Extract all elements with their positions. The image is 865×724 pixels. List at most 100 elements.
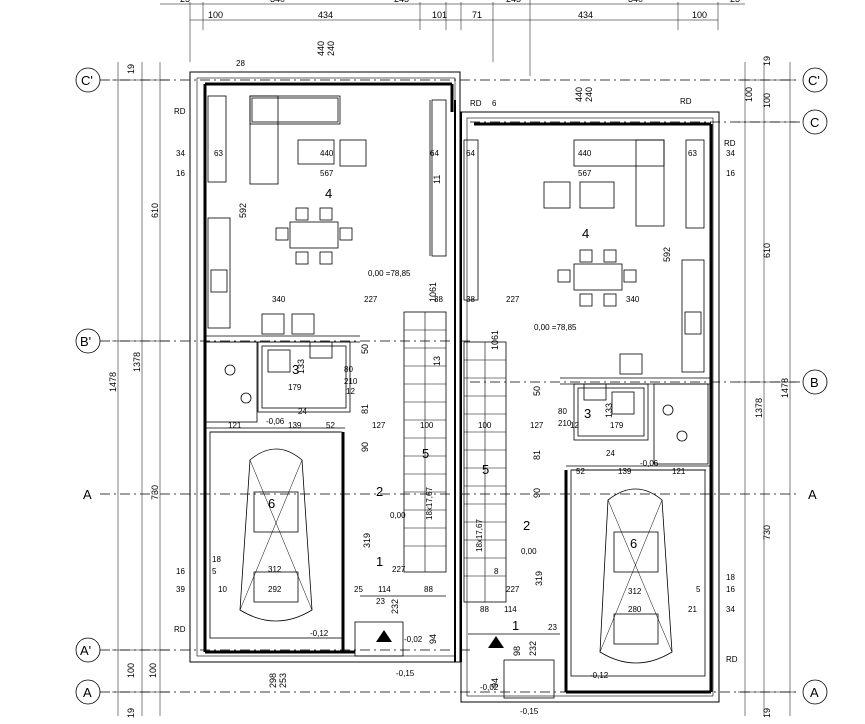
dim-80-r: 80 <box>558 407 567 416</box>
level-garage-right: -0,06 <box>640 459 659 468</box>
dim-18-r: 18 <box>726 573 735 582</box>
dim-8-r: 8 <box>494 567 499 576</box>
level-step-left: -0,02 <box>404 635 423 644</box>
dim-1061-r: 1061 <box>490 330 500 350</box>
dim-121-r: 121 <box>672 467 686 476</box>
dim-440-rv: 440 <box>574 87 584 102</box>
rd-tl: RD <box>174 107 186 116</box>
dim-440-l: 440 <box>320 149 334 158</box>
dim-227-r: 227 <box>506 295 520 304</box>
dim-52-l: 52 <box>326 421 335 430</box>
dim-16-r2: 16 <box>726 585 735 594</box>
top-dim-12: 100 <box>692 10 707 20</box>
right-small-3: 100 <box>762 93 772 108</box>
dim-440-lv: 440 <box>316 41 326 56</box>
level-garage-left: -0,06 <box>266 417 285 426</box>
dim-210-l: 210 <box>344 377 358 386</box>
top-dim-8: 434 <box>318 10 333 20</box>
dim-18-l: 18 <box>212 555 221 564</box>
dim-11-l: 11 <box>432 175 442 184</box>
right-seg-1: 610 <box>762 243 772 258</box>
right-small-2: 100 <box>744 87 754 102</box>
room-garage-left: 6 <box>268 496 275 511</box>
axis-right-a: A <box>810 685 819 700</box>
dim-81-r: 81 <box>532 450 542 460</box>
dim-253-l: 253 <box>278 673 288 688</box>
dim-567-l: 567 <box>320 169 334 178</box>
left-dimension-chain: 1478 1378 610 730 19 100 100 19 <box>108 62 170 718</box>
right-stair-spec: 18x17,67 <box>475 519 484 552</box>
top-dim-5: 340 <box>628 0 643 4</box>
dim-21-r: 21 <box>688 605 697 614</box>
dim-319-r: 319 <box>534 571 544 586</box>
dim-114-r: 114 <box>504 605 517 614</box>
dim-179-r: 179 <box>610 421 624 430</box>
dim-319-l: 319 <box>362 533 372 548</box>
dim-232-l: 232 <box>390 599 400 614</box>
right-small-1: 19 <box>762 56 772 66</box>
right-axis-markers: C' C B A A <box>802 67 828 705</box>
dim-133-l: 133 <box>296 359 306 374</box>
top-dim-9: 101 <box>432 10 447 20</box>
dim-280-r: 280 <box>628 605 642 614</box>
section-left-a: A <box>83 487 92 502</box>
right-furniture <box>543 139 705 442</box>
level-garage-front-right: -0,12 <box>590 671 609 680</box>
left-unit-walls <box>189 71 462 663</box>
room-stair-left: 5 <box>422 446 429 461</box>
dim-81-l: 81 <box>360 404 370 414</box>
level-floor-right: 0,00 =78,85 <box>534 323 577 332</box>
top-dim-7: 100 <box>208 10 223 20</box>
dim-90-l: 90 <box>360 442 370 452</box>
dim-6-top: 6 <box>492 99 497 108</box>
left-small-2: 100 <box>126 663 136 678</box>
top-dimension-chain: 25 340 245 245 340 25 100 434 101 71 434… <box>160 0 745 76</box>
left-stair-spec: 18x17,67 <box>425 487 434 520</box>
top-dim-6: 25 <box>730 0 740 4</box>
interior-dimensions: RD RD RD RD RD RD 440 440 567 567 340 34… <box>174 41 738 688</box>
dim-50-r: 50 <box>532 386 542 396</box>
level-step-right: -0,02 <box>480 683 499 692</box>
right-outer-dim: 1478 <box>780 378 790 398</box>
dim-5-l: 5 <box>212 567 217 576</box>
axis-right-b: B <box>810 375 819 390</box>
room-hall-left: 2 <box>376 484 383 499</box>
left-car <box>239 448 313 622</box>
level-outside-left: -0,15 <box>396 669 415 678</box>
right-seg-2: 730 <box>762 525 772 540</box>
dim-12-l: 12 <box>346 387 355 396</box>
dim-133-r: 133 <box>604 403 614 418</box>
dim-100-r: 100 <box>478 421 492 430</box>
room-hall-right: 2 <box>523 518 530 533</box>
left-staircase: 18x17,67 <box>404 312 446 572</box>
dim-28-l: 28 <box>236 59 245 68</box>
dim-63-r: 63 <box>688 149 697 158</box>
level-outside-right: -0,15 <box>520 707 539 716</box>
dim-340-r: 340 <box>626 295 640 304</box>
room-numbers: 4 4 3 3 5 5 2 2 1 1 6 6 <box>268 186 637 633</box>
dim-98-r: 98 <box>512 646 522 656</box>
dim-90-r: 90 <box>532 488 542 498</box>
dim-24-r: 24 <box>606 449 615 458</box>
right-dimension-chain: 1478 1378 610 730 19 100 100 19 <box>738 56 796 718</box>
left-seg-1: 610 <box>150 203 160 218</box>
axis-left-b-prime: B' <box>80 334 91 349</box>
dim-100-l: 100 <box>420 421 434 430</box>
section-right-a: A <box>808 487 817 502</box>
room-garage-right: 6 <box>630 536 637 551</box>
room-entry-right: 1 <box>512 618 519 633</box>
dim-312-r: 312 <box>628 587 642 596</box>
level-garage-front-left: -0,12 <box>310 629 329 638</box>
dim-179-l: 179 <box>288 383 302 392</box>
rd-tr: RD <box>470 99 482 108</box>
axis-left-a-prime: A' <box>80 643 91 658</box>
dim-10-l: 10 <box>218 585 227 594</box>
room-living-left: 4 <box>325 186 332 201</box>
dim-94-l: 94 <box>428 634 438 644</box>
dim-13-l: 13 <box>432 356 442 366</box>
room-wc-left: 3 <box>292 362 299 377</box>
entry-markers <box>376 630 504 648</box>
dim-292-l: 292 <box>268 585 282 594</box>
dim-298-l: 298 <box>268 673 278 688</box>
